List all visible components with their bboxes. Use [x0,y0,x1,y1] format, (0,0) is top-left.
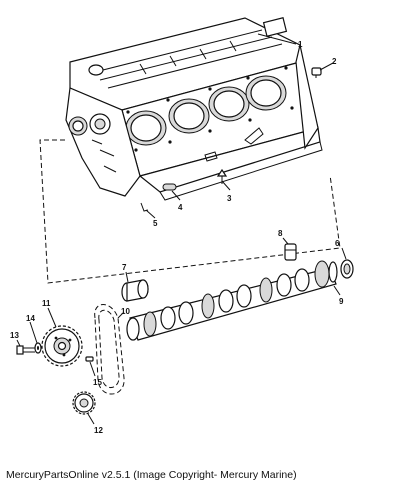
locating-pin [140,202,149,212]
callout-7: 7 [122,263,127,272]
callout-15: 15 [93,378,102,387]
engine-block [65,17,323,201]
valve-lifter [284,243,297,261]
callout-10: 10 [121,307,130,316]
exploded-boundary [39,139,341,284]
camshaft-rear-plug [340,259,354,279]
callout-4: 4 [178,203,183,212]
callout-5: 5 [153,219,158,228]
expansion-plug [162,183,177,191]
callout-9: 9 [339,297,344,306]
cam-sprocket [41,325,83,367]
cam-bearing [121,279,149,302]
callout-6: 6 [335,239,340,248]
callout-8: 8 [278,229,283,238]
washer [34,342,42,354]
camshaft [126,260,338,341]
callout-12: 12 [94,426,103,435]
copyright-footer: MercuryPartsOnline v2.5.1 (Image Copyrig… [6,469,297,481]
callout-3: 3 [227,194,232,203]
sprocket-dowel-pin [85,356,94,362]
exploded-parts-diagram: 1 2 3 4 5 6 7 8 9 10 11 12 13 14 15 [10,17,354,435]
sprocket-bolt [16,345,35,355]
callout-2: 2 [332,57,337,66]
crank-sprocket [72,391,96,415]
block-plug [311,67,322,78]
callout-13: 13 [10,331,19,340]
leader-lines [16,33,347,425]
timing-chain [94,304,125,395]
callout-14: 14 [26,314,35,323]
dowel-pin [216,168,228,184]
callout-11: 11 [42,299,51,308]
callout-numbers: 1 2 3 4 5 6 7 8 9 10 11 12 13 14 15 [10,40,344,435]
callout-1: 1 [298,40,303,49]
